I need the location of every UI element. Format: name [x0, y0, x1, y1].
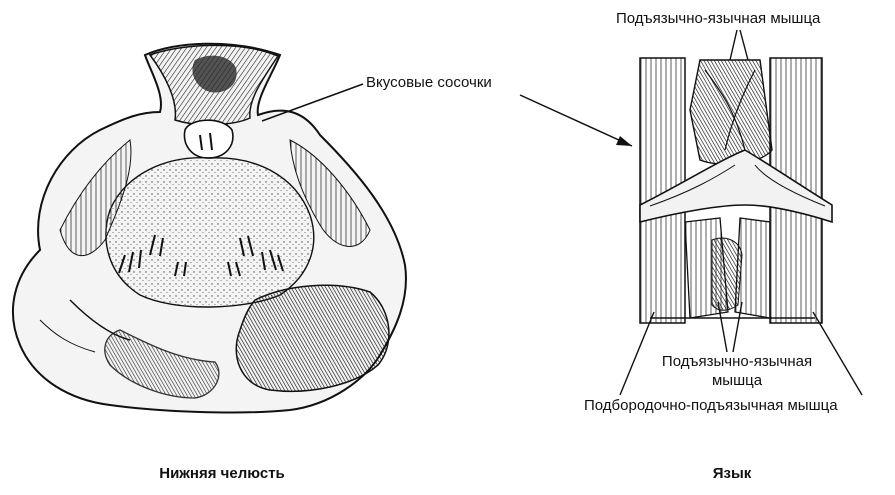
taste-buds-label: Вкусовые сосочки [366, 74, 492, 91]
taste-buds-leader-left [262, 84, 363, 121]
hyoglossus-upper [690, 60, 772, 164]
tongue-dorsum [106, 158, 314, 307]
top-muscle-leader-1 [730, 30, 737, 60]
epiglottis [184, 120, 232, 158]
geniohyoid-leader-left [620, 312, 654, 395]
tongue-septum-dark [712, 238, 742, 310]
geniohyoid-label: Подбородочно-подъязычная мышца [584, 397, 838, 414]
hyoglossus-top-label: Подъязычно-язычная мышца [616, 10, 820, 27]
lower-jaw-caption: Нижняя челюсть [159, 465, 285, 482]
top-muscle-leader-2 [740, 30, 748, 60]
hyoglossus-mid-label-line2: мышца [712, 372, 762, 389]
lower-jaw-illustration [13, 44, 406, 413]
dissected-muscle-region [236, 285, 389, 391]
tongue-illustration [640, 58, 832, 323]
taste-buds-arrowhead [616, 136, 632, 146]
tongue-caption: Язык [713, 465, 752, 482]
geniohyoid-leader-right [813, 312, 862, 395]
hyoglossus-mid-label-line1: Подъязычно-язычная [662, 353, 812, 370]
taste-buds-leader-right [520, 95, 632, 146]
